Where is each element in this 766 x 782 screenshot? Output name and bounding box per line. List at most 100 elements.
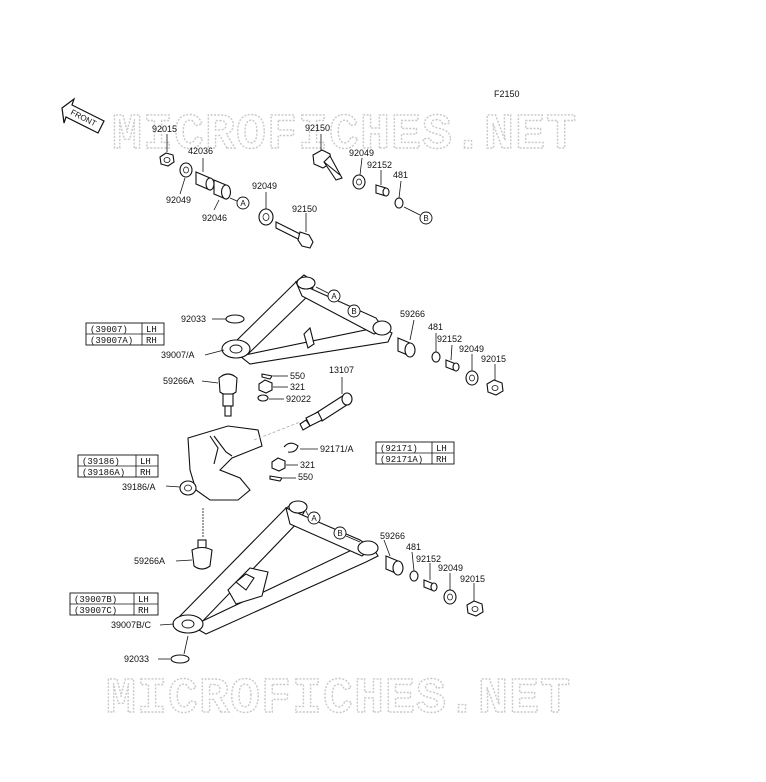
callout-a-lower-arm xyxy=(307,511,321,525)
seal-92033-top xyxy=(225,314,245,324)
bushing-59266-lower xyxy=(385,555,404,576)
label-321-upper: 321 xyxy=(290,382,305,392)
callout-b-lower-arm xyxy=(333,526,347,540)
label-321-lower: 321 xyxy=(300,460,315,470)
table-knuckle: (39186) LH (39186A) RH xyxy=(77,454,159,478)
watermark-bottom: MICROFICHES.NET xyxy=(106,671,571,728)
table-clip-part-lh: (92171) xyxy=(380,444,418,454)
upper-a-arm xyxy=(221,274,393,365)
washer-92022 xyxy=(257,394,269,402)
table-clip-side-lh: LH xyxy=(436,444,447,454)
table-lower-arm-side-lh: LH xyxy=(138,595,149,605)
callout-b-top-text: B xyxy=(423,214,428,223)
table-lower-arm-part-rh: (39007C) xyxy=(74,606,117,616)
label-92049-mid: 92049 xyxy=(252,181,277,191)
label-92015-top: 92015 xyxy=(152,124,177,134)
label-92171A: 92171/A xyxy=(320,444,354,454)
cotter-pin-550-lower xyxy=(269,475,283,482)
table-knuckle-side-lh: LH xyxy=(140,457,151,467)
ring-481-top xyxy=(394,197,404,209)
table-knuckle-side-rh: RH xyxy=(140,468,151,478)
callout-b-lower-arm-text: B xyxy=(337,529,342,538)
label-92015-lower: 92015 xyxy=(460,574,485,584)
nut-92015-lower xyxy=(466,600,484,617)
label-481-top: 481 xyxy=(393,170,408,180)
label-39007A: 39007/A xyxy=(161,350,195,360)
table-upper-arm-side-rh: RH xyxy=(146,336,157,346)
ball-joint-59266A-lower xyxy=(191,539,213,570)
table-upper-arm-side-lh: LH xyxy=(146,325,157,335)
callout-a-upper-arm xyxy=(327,289,341,303)
spacer-92152-upper xyxy=(445,359,460,372)
seal-92033-bottom xyxy=(170,654,190,664)
table-clip: (92171) LH (92171A) RH xyxy=(375,441,455,465)
castle-nut-321-upper xyxy=(258,379,273,394)
label-59266-lower: 59266 xyxy=(380,531,405,541)
nut-92015-upper xyxy=(486,379,504,396)
label-550-upper: 550 xyxy=(290,371,305,381)
nut-92015-top xyxy=(159,152,175,167)
label-59266A-lower: 59266A xyxy=(134,556,165,566)
table-clip-part-rh: (92171A) xyxy=(380,455,423,465)
table-upper-arm-part-rh: (39007A) xyxy=(90,336,133,346)
ball-joint-59266A-upper xyxy=(218,373,238,417)
callout-a-top xyxy=(236,196,250,210)
table-lower-arm-part-lh: (39007B) xyxy=(74,595,117,605)
ring-481-lower xyxy=(409,570,419,582)
callout-b-upper-arm-text: B xyxy=(351,307,356,316)
label-92015-upper: 92015 xyxy=(481,354,506,364)
bolt-92150-top xyxy=(312,149,343,181)
label-550-lower: 550 xyxy=(298,472,313,482)
front-arrow-icon: FRONT xyxy=(61,97,105,134)
callout-a-top-text: A xyxy=(240,199,246,208)
table-clip-side-rh: RH xyxy=(436,455,447,465)
watermark-top: MICROFICHES.NET xyxy=(112,107,577,164)
label-92150-top: 92150 xyxy=(305,123,330,133)
label-92046: 92046 xyxy=(202,213,227,223)
callout-a-lower-arm-text: A xyxy=(311,514,317,523)
label-92152-lower: 92152 xyxy=(416,554,441,564)
castle-nut-321-lower xyxy=(271,457,286,472)
label-13107: 13107 xyxy=(329,365,354,375)
steering-knuckle xyxy=(179,421,301,501)
label-92022: 92022 xyxy=(286,394,311,404)
label-481-upper: 481 xyxy=(428,322,443,332)
label-39007BC: 39007B/C xyxy=(111,620,152,630)
ring-481-upper xyxy=(431,351,441,363)
callout-a-upper-arm-text: A xyxy=(331,292,337,301)
table-upper-arm-part-lh: (39007) xyxy=(90,325,128,335)
label-92033-bottom: 92033 xyxy=(124,654,149,664)
callout-b-upper-arm xyxy=(347,304,361,318)
callout-b-top xyxy=(419,211,433,225)
clip-92171A xyxy=(283,442,299,453)
bushing-92046 xyxy=(213,179,232,200)
collar-42036 xyxy=(195,171,215,191)
label-92049-lower: 92049 xyxy=(438,563,463,573)
table-knuckle-part-lh: (39186) xyxy=(82,457,120,467)
label-92150-mid: 92150 xyxy=(292,204,317,214)
bushing-59266-upper xyxy=(397,337,416,358)
label-92152-top: 92152 xyxy=(367,160,392,170)
lower-a-arm xyxy=(172,500,379,635)
cotter-pin-550-upper xyxy=(261,373,273,380)
label-92049-upper: 92049 xyxy=(459,344,484,354)
label-59266A-upper: 59266A xyxy=(163,376,194,386)
label-92152-upper: 92152 xyxy=(437,334,462,344)
label-39186A: 39186/A xyxy=(122,482,156,492)
diagram-code: F2150 xyxy=(494,89,520,99)
label-481-lower: 481 xyxy=(406,542,421,552)
table-upper-arm: (39007) LH (39007A) RH xyxy=(85,322,165,346)
label-59266-upper: 59266 xyxy=(400,309,425,319)
spacer-92152-top xyxy=(375,184,390,197)
label-92049-top-right: 92049 xyxy=(349,148,374,158)
table-knuckle-part-rh: (39186A) xyxy=(82,468,125,478)
label-42036: 42036 xyxy=(188,146,213,156)
spindle-13107 xyxy=(299,392,353,431)
table-lower-arm-side-rh: RH xyxy=(138,606,149,616)
spacer-92152-lower xyxy=(423,579,438,592)
table-lower-arm: (39007B) LH (39007C) RH xyxy=(69,592,159,616)
label-92049-top-left: 92049 xyxy=(166,195,191,205)
label-92033-top: 92033 xyxy=(181,314,206,324)
bolt-92150-mid xyxy=(275,221,314,249)
